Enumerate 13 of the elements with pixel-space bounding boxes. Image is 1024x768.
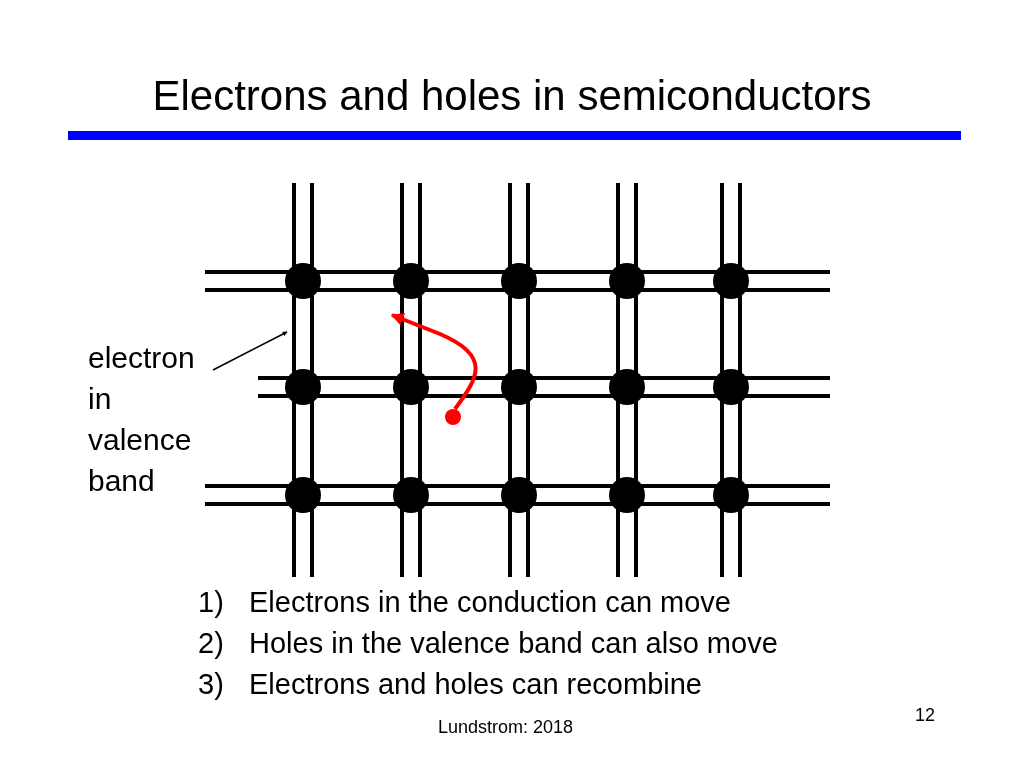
callout-text: electron in valence band (88, 337, 216, 501)
curved-arrow (390, 313, 478, 411)
list-number: 2) (198, 627, 224, 660)
leader-line (212, 331, 288, 371)
list-item: Holes in the valence band can also move (249, 627, 778, 660)
page-number: 12 (915, 705, 936, 726)
particle-dot (445, 409, 461, 425)
source-note: Lundstrom: 2018 (438, 717, 574, 738)
list-number: 3) (198, 668, 224, 701)
list-number: 1) (198, 586, 224, 619)
list-item: Electrons in the conduction can move (249, 586, 731, 619)
slide-title: Electrons and holes in semiconductors (151, 72, 873, 120)
list-item: Electrons and holes can recombine (249, 668, 702, 701)
